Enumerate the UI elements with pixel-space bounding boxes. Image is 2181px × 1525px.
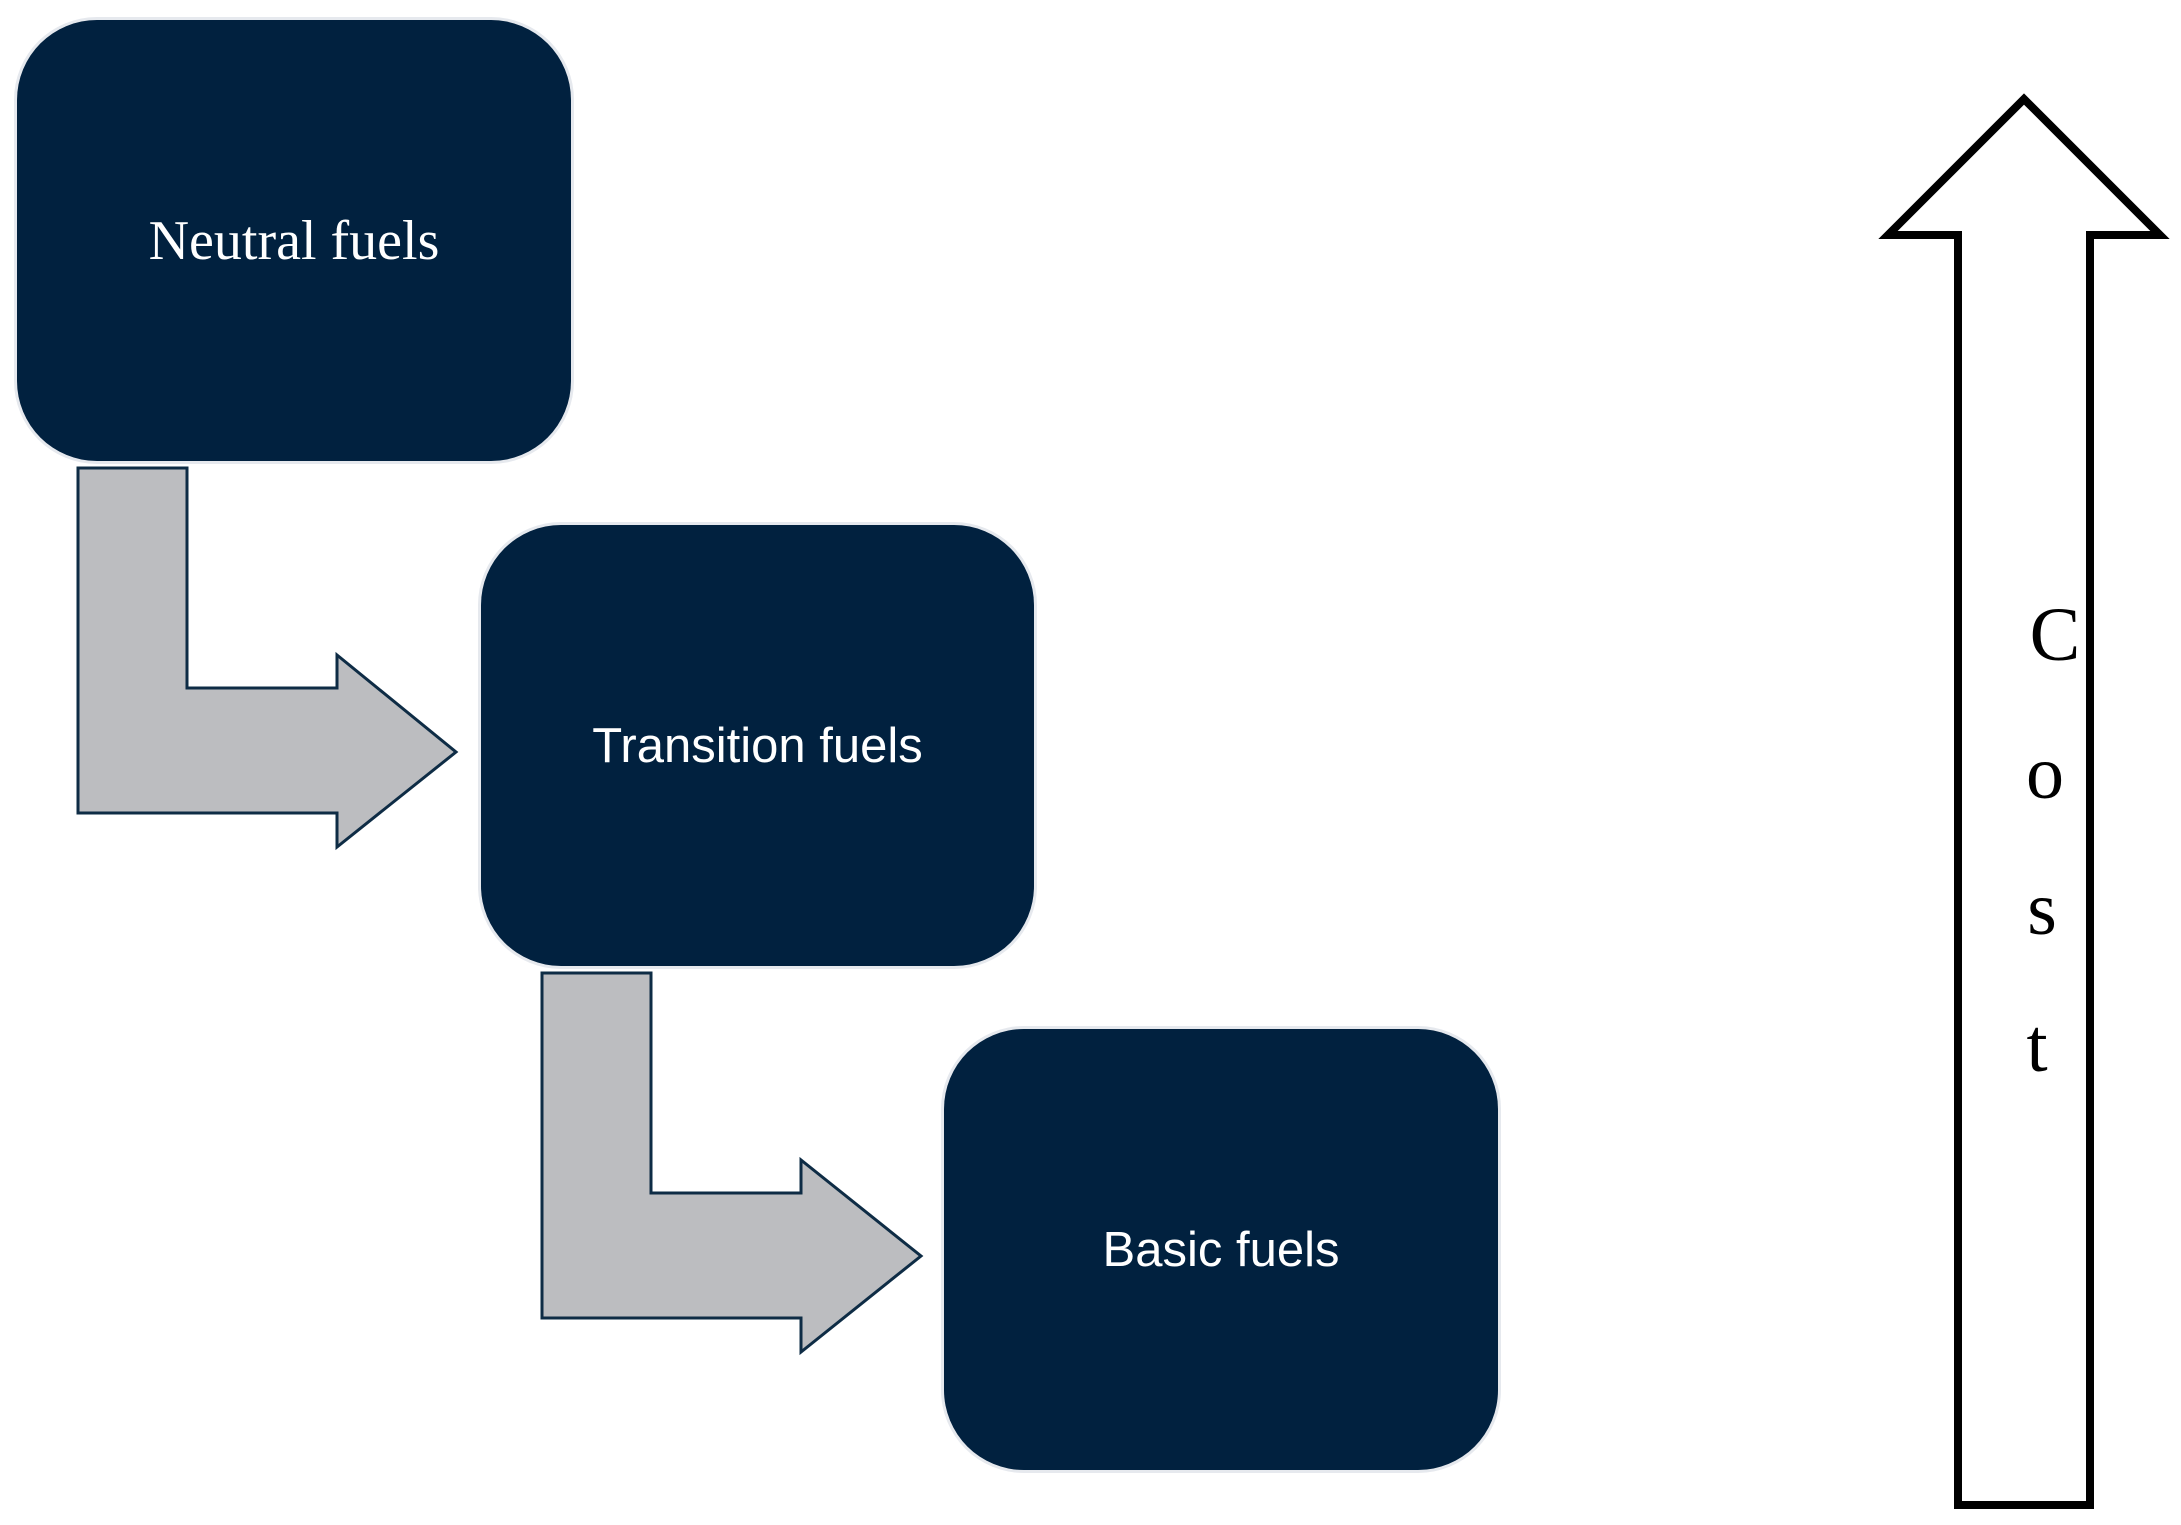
box-neutral-fuels-label: Neutral fuels — [148, 209, 440, 272]
cost-letter-s: s — [2027, 867, 2057, 951]
bent-arrow-transition-to-basic — [540, 971, 924, 1356]
box-neutral-fuels: Neutral fuels — [17, 20, 571, 461]
cost-letter-t: t — [2026, 1004, 2048, 1088]
cost-letter-c: C — [2029, 593, 2081, 677]
bent-arrow-neutral-to-transition — [76, 466, 459, 851]
box-basic-fuels-label: Basic fuels — [1102, 1222, 1340, 1277]
cost-letter-o: o — [2026, 731, 2064, 815]
box-transition-fuels-label: Transition fuels — [592, 718, 923, 773]
box-basic-fuels: Basic fuels — [944, 1029, 1498, 1470]
box-transition-fuels: Transition fuels — [481, 525, 1034, 966]
cost-up-arrow — [1878, 93, 2170, 1509]
